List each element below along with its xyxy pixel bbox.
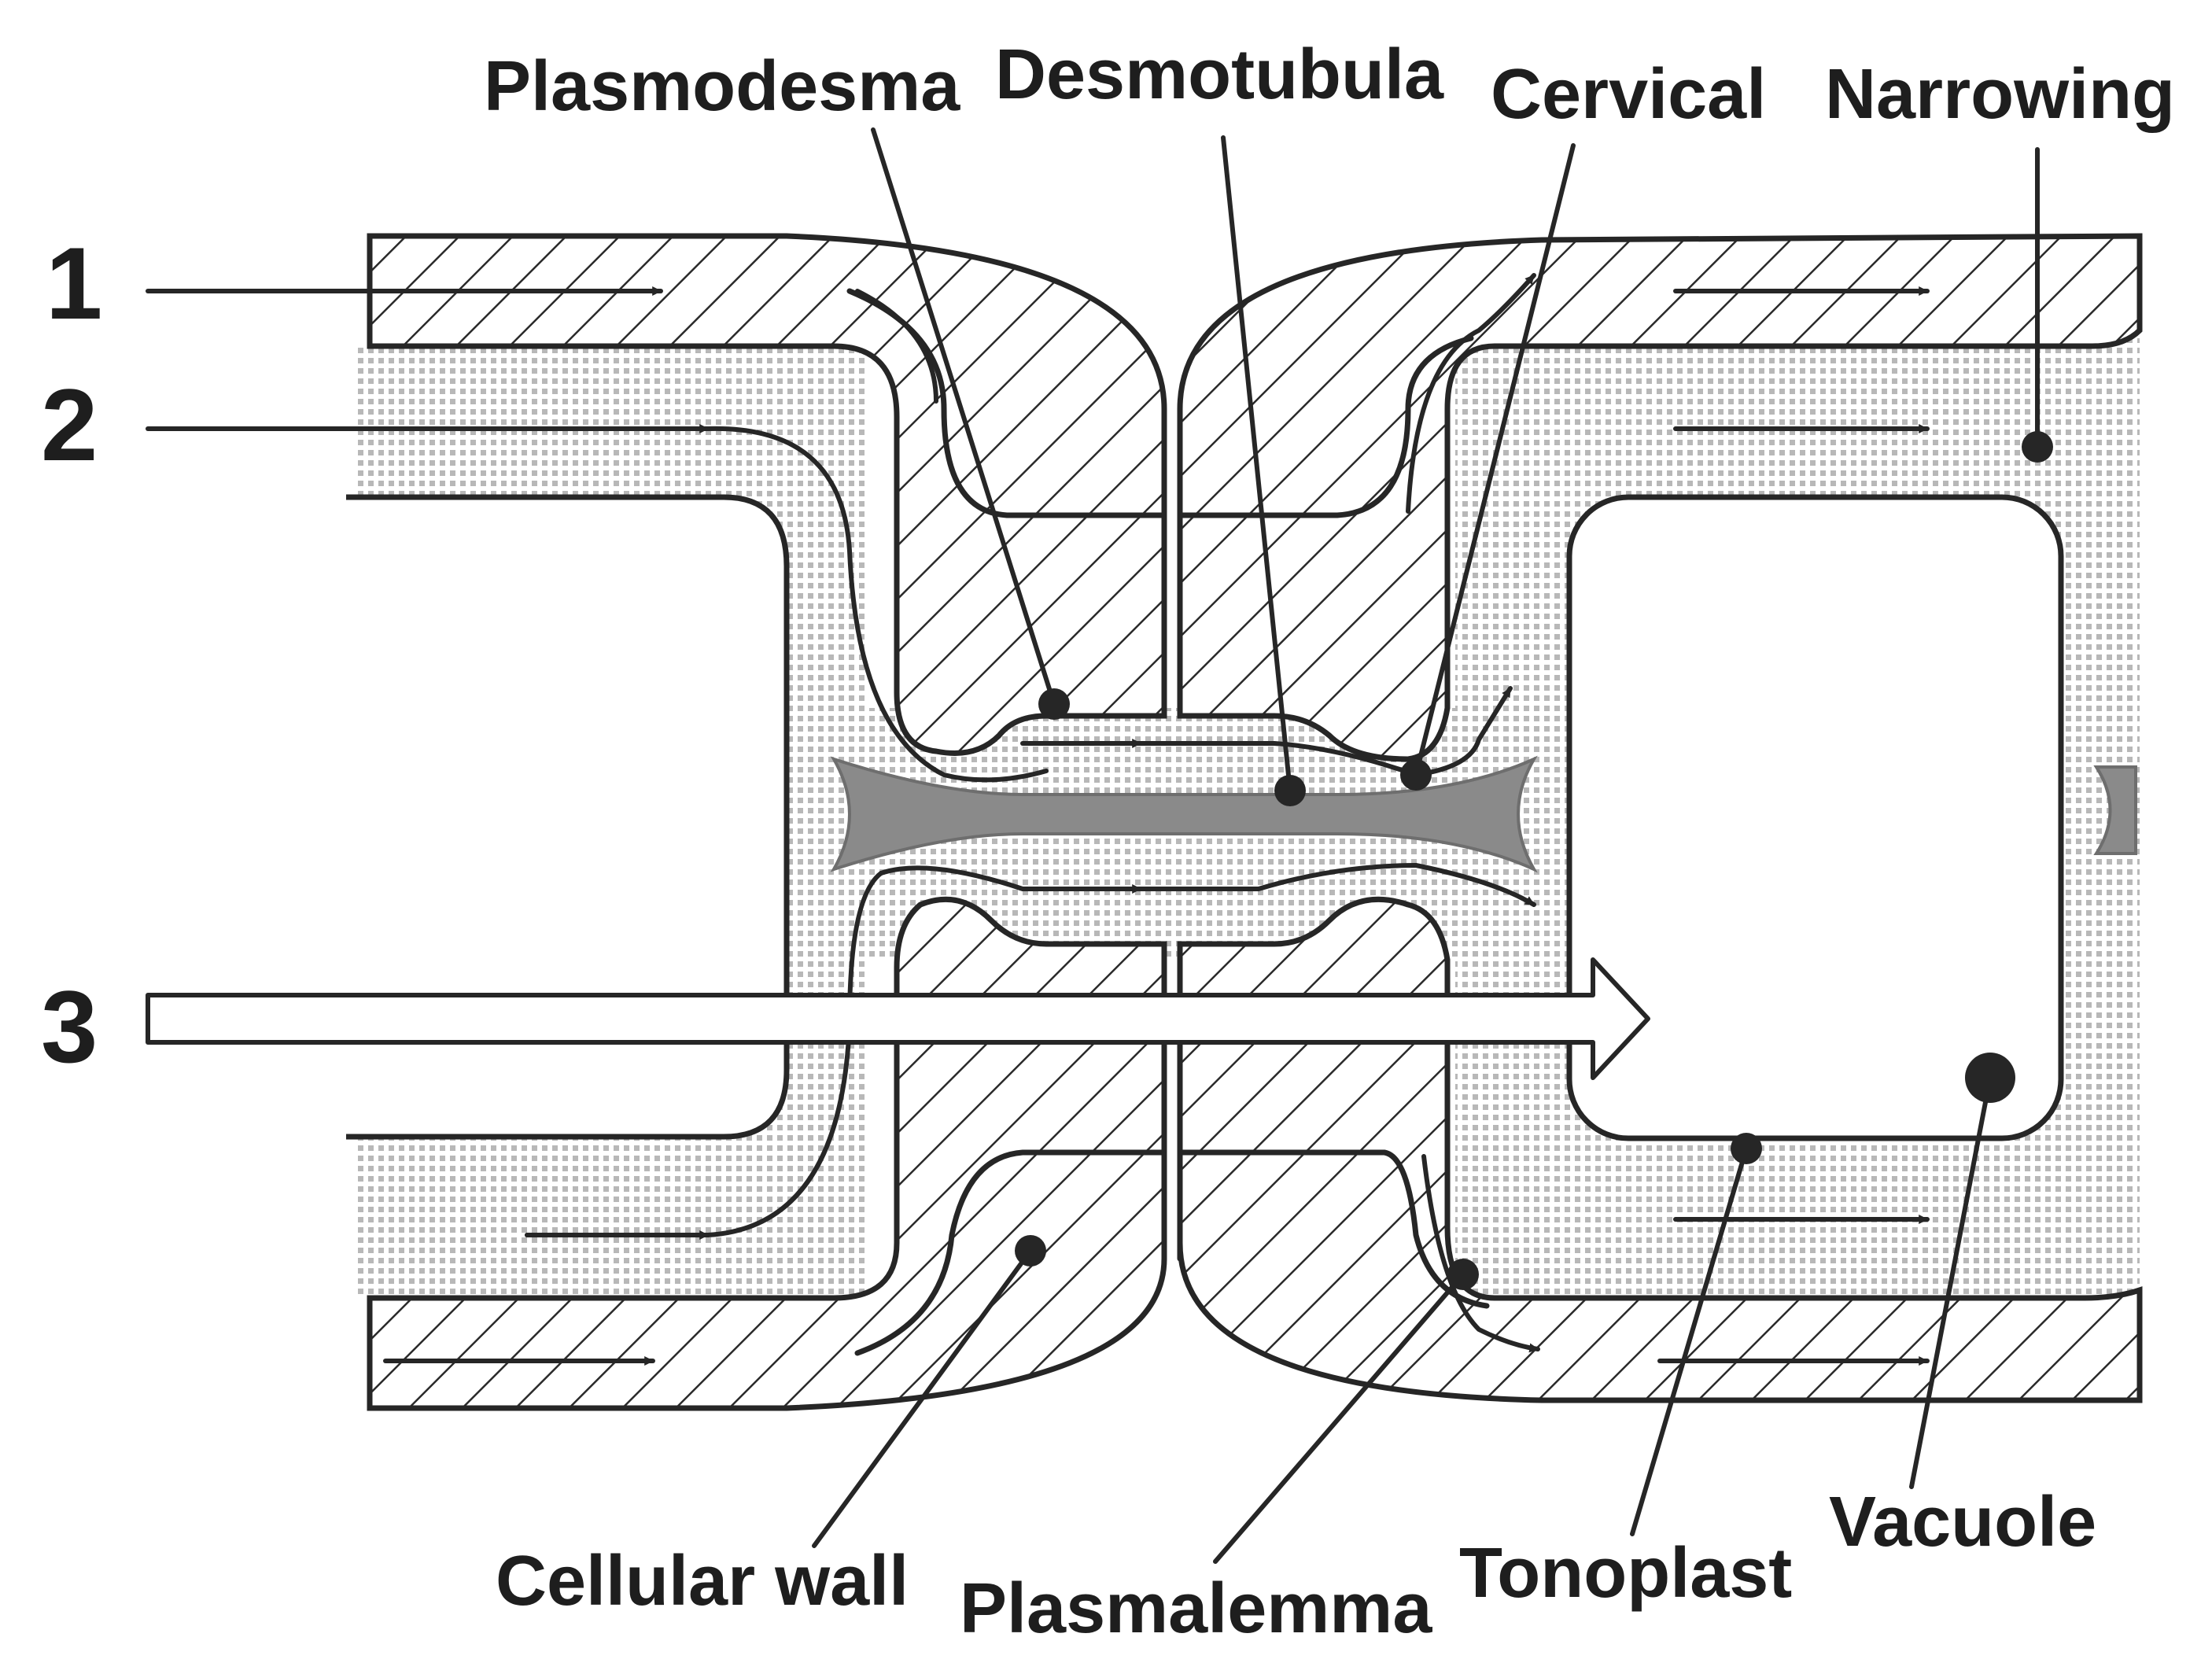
plasmodesma-label: Plasmodesma (484, 47, 960, 126)
desmotubule (830, 755, 1538, 873)
pathway-3-label: 3 (41, 969, 98, 1084)
vacuole-label: Vacuole (1829, 1483, 2096, 1562)
narrowing-label: Narrowing (1825, 55, 2175, 134)
tonoplast-label: Tonoplast (1459, 1534, 1792, 1613)
desmotubula-label: Desmotubula (995, 35, 1444, 114)
cellular-wall-label: Cellular wall (496, 1542, 909, 1621)
label-leaders (812, 127, 2053, 1564)
pathway-1-label: 1 (46, 226, 102, 341)
cervical-label: Cervical (1491, 55, 1766, 134)
vacuole (1566, 494, 2064, 1141)
pathway-2-label: 2 (41, 367, 98, 482)
transport-flow-arrows (146, 273, 1930, 1366)
plasmalemma-label: Plasmalemma (960, 1569, 1432, 1648)
left-vacuole (346, 494, 790, 1140)
vacuolar-pathway-arrow (146, 957, 1650, 1080)
desmotubule-fragment-right (2093, 765, 2137, 855)
